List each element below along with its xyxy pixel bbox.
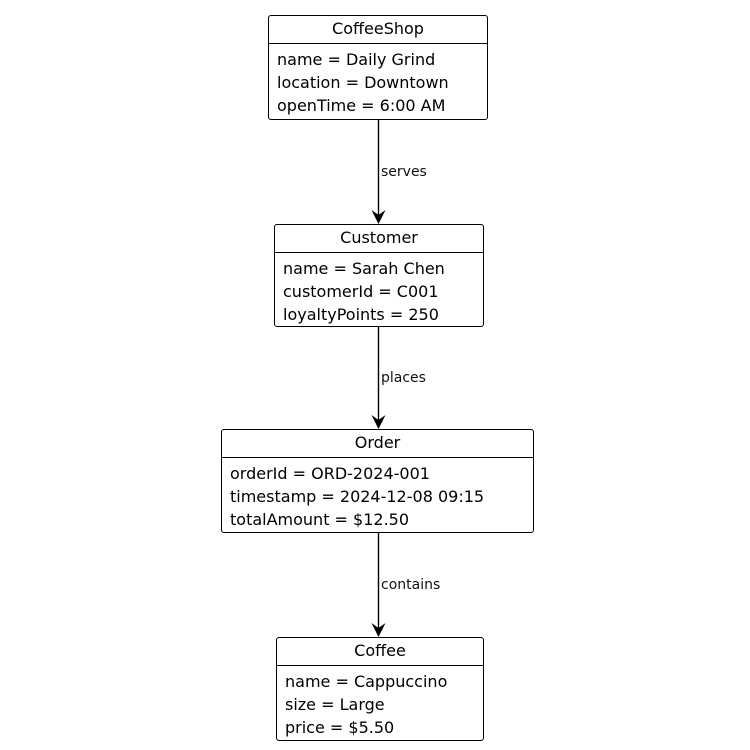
arrowhead-icon	[371, 210, 386, 224]
attribute-line: name = Daily Grind	[277, 50, 436, 69]
attribute-line: name = Sarah Chen	[283, 259, 445, 278]
edge-places-arrow	[371, 327, 386, 429]
edge-serves-arrow	[371, 120, 386, 224]
node-attributes: name = Daily Grind location = Downtown o…	[269, 44, 487, 117]
attribute-line: customerId = C001	[283, 282, 439, 301]
attribute-line: location = Downtown	[277, 73, 449, 92]
node-title: Customer	[275, 225, 483, 253]
attribute-line: timestamp = 2024-12-08 09:15	[230, 487, 485, 506]
attribute-line: openTime = 6:00 AM	[277, 96, 446, 115]
node-attributes: name = Cappuccino size = Large price = $…	[277, 666, 483, 739]
node-title: Order	[222, 430, 533, 458]
attribute-line: name = Cappuccino	[285, 672, 448, 691]
arrowhead-icon	[371, 415, 386, 429]
arrowhead-icon	[371, 623, 386, 637]
edge-label-contains: contains	[381, 577, 441, 593]
class-node-customer: Customer name = Sarah Chen customerId = …	[274, 224, 484, 327]
edge-label-places: places	[381, 370, 426, 386]
attribute-line: size = Large	[285, 695, 385, 714]
node-attributes: name = Sarah Chen customerId = C001 loya…	[275, 253, 483, 326]
class-node-order: Order orderId = ORD-2024-001 timestamp =…	[221, 429, 534, 533]
node-title: Coffee	[277, 638, 483, 666]
attribute-line: orderId = ORD-2024-001	[230, 464, 430, 483]
attribute-line: loyaltyPoints = 250	[283, 305, 439, 324]
node-title: CoffeeShop	[269, 16, 487, 44]
class-node-coffeeshop: CoffeeShop name = Daily Grind location =…	[268, 15, 488, 120]
class-node-coffee: Coffee name = Cappuccino size = Large pr…	[276, 637, 484, 741]
edge-contains-arrow	[371, 533, 386, 637]
edge-label-serves: serves	[381, 164, 427, 180]
node-attributes: orderId = ORD-2024-001 timestamp = 2024-…	[222, 458, 533, 531]
attribute-line: price = $5.50	[285, 718, 395, 737]
attribute-line: totalAmount = $12.50	[230, 510, 410, 529]
